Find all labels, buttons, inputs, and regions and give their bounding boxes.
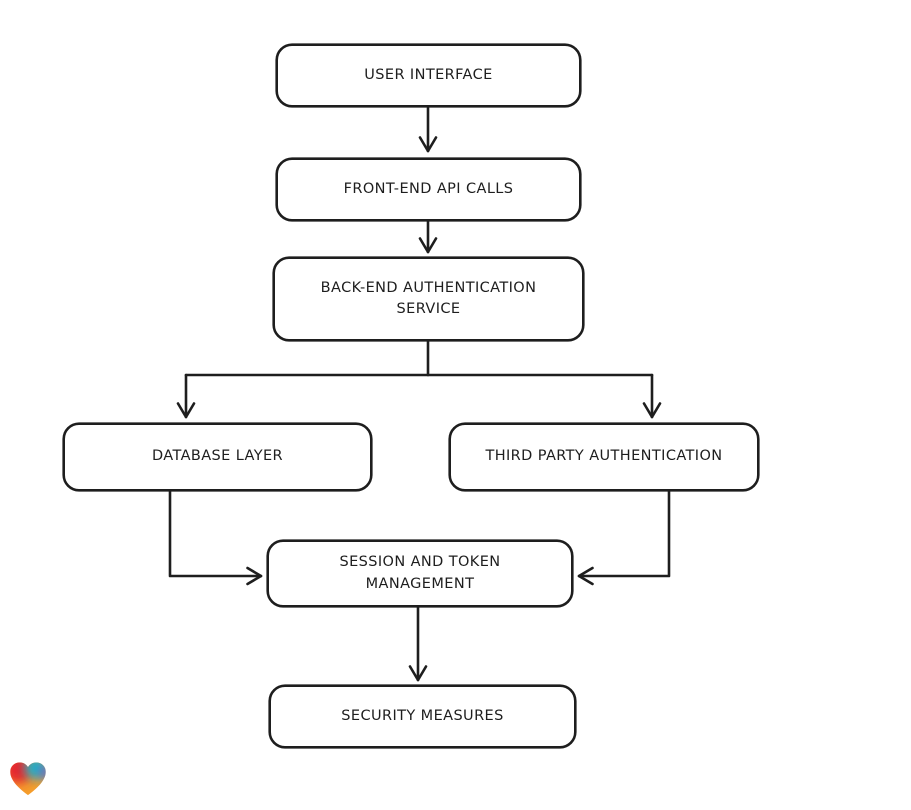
node-database-layer[interactable]: DATABASE LAYER [63, 423, 372, 491]
node-third-party-authentication[interactable]: THIRD PARTY AUTHENTICATION [449, 423, 759, 491]
node-user-interface[interactable]: USER INTERFACE [276, 44, 581, 107]
node-user-interface-label: USER INTERFACE [364, 66, 493, 83]
node-back-end-authentication-service-label: BACK-END AUTHENTICATION SERVICE [320, 279, 537, 317]
node-front-end-api-calls[interactable]: FRONT-END API CALLS [276, 158, 581, 221]
node-third-party-authentication-label: THIRD PARTY AUTHENTICATION [485, 448, 723, 465]
gradient-heart-logo[interactable] [8, 760, 48, 798]
node-security-measures[interactable]: SECURITY MEASURES [269, 685, 576, 748]
node-security-measures-label: SECURITY MEASURES [341, 707, 504, 724]
connector-database-to-session [168, 489, 263, 586]
node-database-layer-label: DATABASE LAYER [151, 448, 284, 465]
node-back-end-authentication-service[interactable]: BACK-END AUTHENTICATION SERVICE [273, 257, 584, 341]
connector-thirdparty-to-session [577, 489, 671, 586]
node-session-and-token-management-label: SESSION AND TOKEN MANAGEMENT [339, 554, 501, 592]
node-session-and-token-management[interactable]: SESSION AND TOKEN MANAGEMENT [267, 540, 573, 607]
node-front-end-api-calls-label: FRONT-END API CALLS [343, 180, 514, 197]
